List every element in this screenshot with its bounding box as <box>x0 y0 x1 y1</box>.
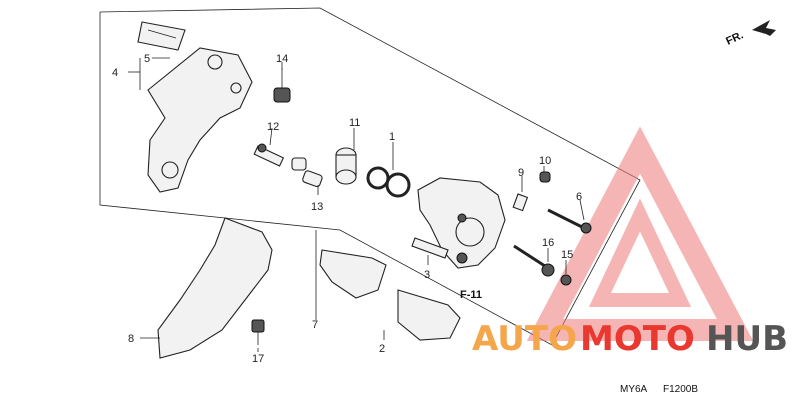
footer-codes: MY6A F1200B <box>620 384 698 395</box>
part-disc-guard[interactable] <box>157 217 273 359</box>
callout-4: 4 <box>112 67 118 79</box>
direction-label: FR. <box>724 29 745 47</box>
front-arrow-icon <box>752 20 776 36</box>
part-cap-10[interactable] <box>539 171 551 183</box>
part-pad-retainer-3[interactable] <box>411 237 449 259</box>
callout-11: 11 <box>349 117 360 129</box>
watermark-triangle <box>526 126 754 341</box>
watermark-text-auto: AUTO <box>472 319 577 359</box>
model-code: MY6A <box>620 384 648 395</box>
reference-label: F-11 <box>460 289 482 301</box>
callout-6: 6 <box>576 191 582 203</box>
callout-1: 1 <box>389 131 395 143</box>
leader-lines <box>128 57 585 352</box>
part-bolt-14[interactable] <box>273 68 291 103</box>
part-caliper-bracket[interactable] <box>147 47 253 193</box>
part-caliper-body[interactable] <box>417 177 506 269</box>
callout-10: 10 <box>539 155 551 167</box>
watermark-logo: AUTO MOTO HUB <box>472 319 788 359</box>
part-bleeder-9[interactable] <box>512 193 529 212</box>
callout-17: 17 <box>252 353 264 365</box>
watermark-text-hub: HUB <box>706 319 788 359</box>
callout-13: 13 <box>311 201 323 213</box>
callout-2: 2 <box>379 343 385 355</box>
watermark-text-moto: MOTO <box>580 319 695 359</box>
callout-8: 8 <box>128 333 134 345</box>
part-pin-16[interactable] <box>513 244 555 277</box>
part-plug-15[interactable] <box>560 274 572 286</box>
callout-7: 7 <box>312 319 318 331</box>
callout-14: 14 <box>276 53 288 65</box>
callout-12: 12 <box>267 121 279 133</box>
front-direction-indicator: FR. <box>724 20 776 48</box>
part-piston[interactable] <box>335 147 357 185</box>
group-frame <box>99 7 641 346</box>
callout-numbers: 4 5 14 12 11 1 13 7 3 9 10 6 16 15 8 17 … <box>112 53 582 365</box>
part-pin-6[interactable] <box>547 208 592 234</box>
callout-5: 5 <box>144 53 150 65</box>
part-boot-13[interactable] <box>291 157 323 188</box>
part-pin-bolt-12[interactable] <box>253 143 285 167</box>
part-seal-kit[interactable] <box>366 166 411 198</box>
part-bolt-17[interactable] <box>251 319 265 345</box>
part-brake-pad-7[interactable] <box>319 249 387 299</box>
callout-9: 9 <box>518 167 524 179</box>
part-brake-pad-2[interactable] <box>397 289 461 341</box>
figure-code: F1200B <box>663 384 698 395</box>
callout-16: 16 <box>542 237 554 249</box>
part-pad-spring[interactable] <box>137 21 186 51</box>
callout-3: 3 <box>424 269 430 281</box>
callout-15: 15 <box>561 249 573 261</box>
